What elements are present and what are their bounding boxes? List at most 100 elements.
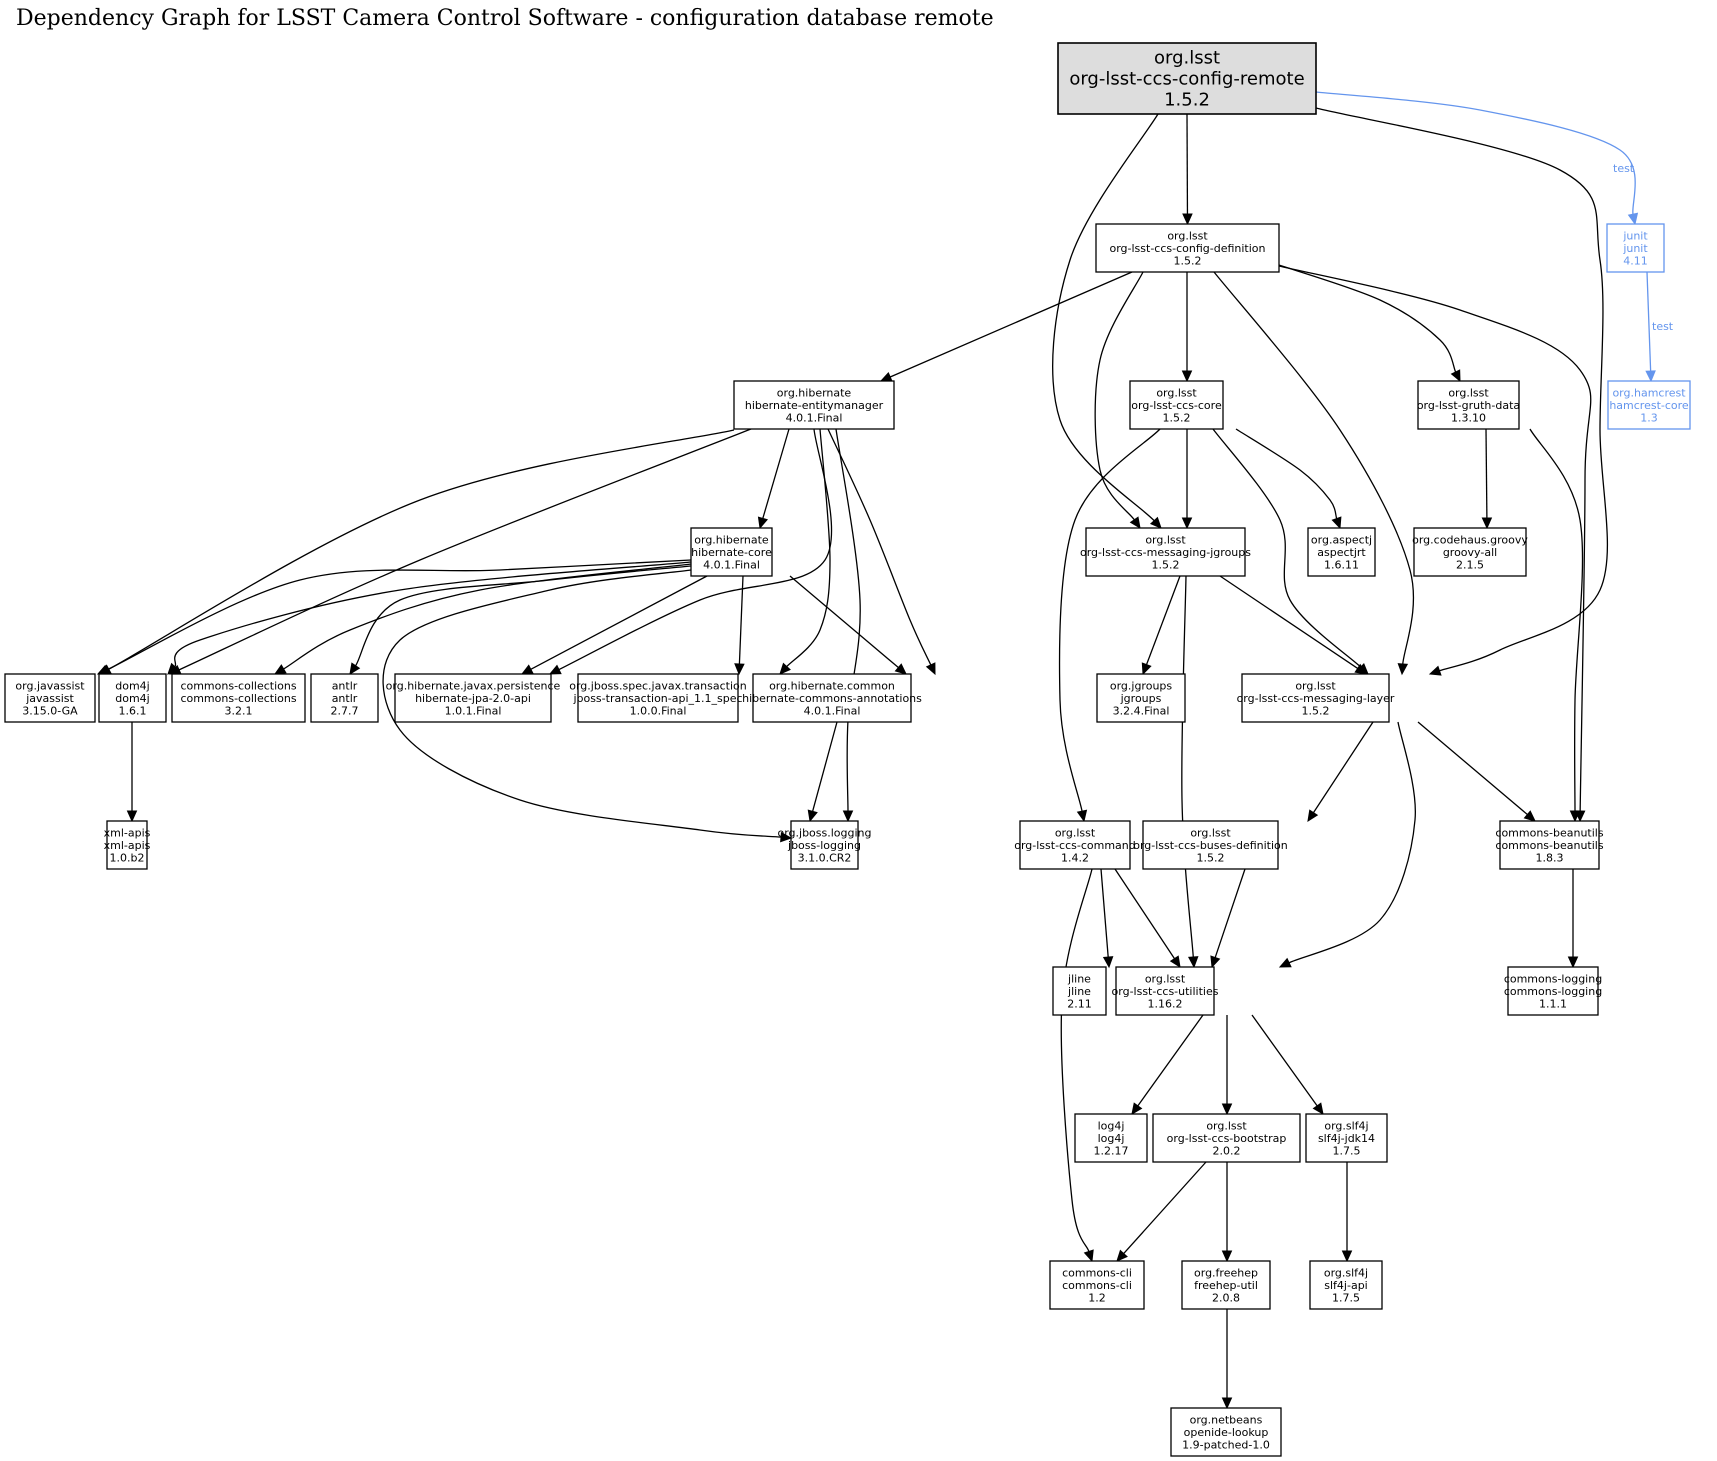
node-version: 1.4.2 [1061,852,1089,865]
node-version: 2.11 [1067,998,1092,1011]
node-artifact: org-lsst-ccs-bootstrap [1167,1132,1287,1145]
edge-buses-definition-to-ccs-utilities [1210,868,1246,969]
edge-line [1060,868,1093,1252]
arrowhead-icon [1354,663,1368,675]
node-box [1096,673,1186,723]
node-group: org.lsst [1190,827,1231,840]
edge-ccs-command-to-ccs-utilities [1114,868,1181,969]
node-box [1057,42,1317,115]
edge-entitymanager-to-jboss-logging [835,428,861,823]
arrowhead-icon [1182,213,1193,226]
node-commons-annotations[interactable]: org.hibernate.commonhibernate-commons-an… [742,673,922,723]
node-version: 1.1.1 [1539,998,1567,1011]
node-version: 1.5.2 [1197,852,1225,865]
edge-line [1058,428,1161,812]
node-version: 1.0.1.Final [445,705,502,718]
arrowhead-icon [1131,1102,1143,1115]
node-artifact: freehep-util [1194,1279,1258,1292]
node-artifact: org-lsst-ccs-command [1014,839,1136,852]
edge-line [1145,575,1181,665]
node-buses-definition[interactable]: org.lsstorg-lsst-ccs-buses-definition1.5… [1133,820,1288,870]
node-version: 4.11 [1623,255,1648,268]
node-commons-collections[interactable]: commons-collectionscommons-collections3.… [171,673,306,723]
arrowhead-icon [894,663,907,675]
node-artifact: javassist [25,692,74,705]
node-jta[interactable]: org.jboss.spec.javax.transactionjboss-tr… [569,673,747,723]
node-openide-lookup[interactable]: org.netbeansopenide-lookup1.9-patched-1.… [1170,1407,1282,1457]
arrowhead-icon [842,810,854,823]
node-box [1115,966,1215,1016]
arrowhead-icon [1221,1397,1233,1410]
edge-line [108,429,735,670]
node-artifact: org-lsst-ccs-core [1131,399,1222,412]
edge-line [1052,113,1159,522]
edge-config-definition-to-ccs-core [1181,272,1193,383]
node-group: org.hamcrest [1612,387,1686,400]
node-messaging-layer[interactable]: org.lsstorg-lsst-ccs-messaging-layer1.5.… [1237,673,1395,723]
node-jpa-api[interactable]: org.hibernate.javax.persistencehibernate… [386,673,561,723]
node-version: 3.1.0.CR2 [798,852,852,865]
arrowhead-icon [1428,665,1442,676]
node-artifact: commons-cli [1062,1279,1132,1292]
node-box [1417,380,1520,430]
node-version: 1.6.11 [1324,559,1359,572]
arrowhead-icon [1341,1250,1353,1263]
arrowhead-icon [1102,956,1114,969]
edge-messaging-jgroups-to-ccs-utilities [1181,575,1199,969]
edge-commons-beanutils-to-commons-logging [1567,869,1579,969]
node-version: 3.2.1 [225,705,253,718]
node-box [1152,1113,1301,1163]
node-artifact: hibernate-core [691,546,772,559]
edge-line [283,563,692,670]
edge-hibernate-core-to-antlr [349,565,692,676]
edge-config-remote-to-config-definition [1182,113,1193,226]
edge-line [1114,868,1176,960]
node-group: xml-apis [104,827,151,840]
node-version: 4.0.1.Final [804,705,861,718]
node-group: org.lsst [1154,48,1220,69]
node-artifact: jboss-logging [787,839,861,852]
edge-line [827,428,932,666]
node-version: 1.8.3 [1536,852,1564,865]
edge-line [1278,265,1592,812]
node-group: org.hibernate [777,387,852,400]
node-messaging-jgroups[interactable]: org.lsstorg-lsst-ccs-messaging-jgroups1.… [1080,527,1251,577]
node-box [1074,1113,1148,1163]
node-artifact: org-lsst-ccs-utilities [1112,985,1219,998]
node-artifact: org-lsst-ccs-messaging-jgroups [1080,546,1251,559]
node-artifact: commons-collections [180,692,296,705]
edge-commons-annotations-to-jboss-logging [807,721,838,823]
arrowhead-icon [1450,369,1461,383]
edge-line [1315,107,1609,672]
node-box [1305,1113,1388,1163]
edge-gruth-data-to-commons-beanutils [1529,428,1584,823]
node-config-definition[interactable]: org.lsstorg-lsst-ccs-config-definition1.… [1095,223,1280,273]
edge-line [174,561,692,668]
node-entitymanager[interactable]: org.hibernatehibernate-entitymanager4.0.… [733,380,895,430]
